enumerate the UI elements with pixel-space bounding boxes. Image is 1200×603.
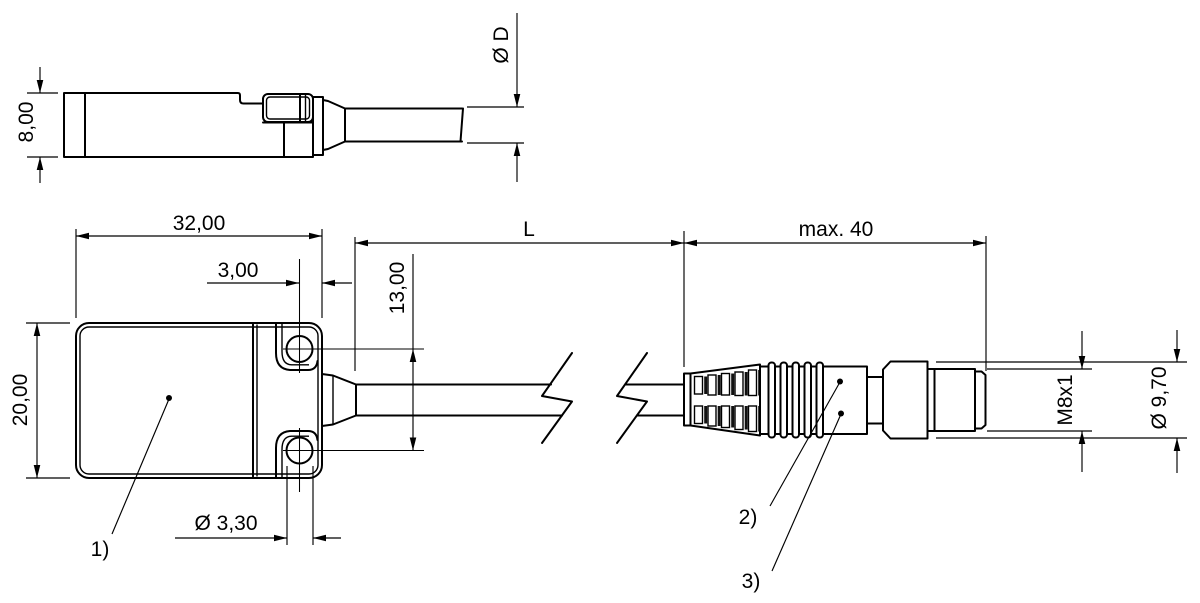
top-view-housing <box>75 322 323 479</box>
dim-hole-offset: 3,00 <box>207 259 352 287</box>
side-view-cable-gland <box>322 99 346 151</box>
sensor-top-view <box>75 259 563 492</box>
dim-label-hole-spacing: 13,00 <box>386 262 409 315</box>
top-view-housing-inner <box>79 326 319 475</box>
hole-centerlines <box>283 259 424 492</box>
dim-body-height: 20,00 <box>9 322 70 479</box>
dim-connector-diameter: Ø 9,70 <box>936 330 1187 473</box>
dim-thread-size: M8x1 <box>987 331 1092 472</box>
connector-neck <box>866 376 884 425</box>
callout-2: 2) <box>739 378 843 529</box>
connector-grip-rings <box>767 361 824 439</box>
dim-label-hole-diameter: Ø 3,30 <box>194 512 257 535</box>
callout-3-label: 3) <box>742 570 761 593</box>
callout-1: 1) <box>91 395 172 561</box>
dim-label-body-width: 32,00 <box>173 212 226 235</box>
connector-view <box>683 360 987 440</box>
dim-label-side-height: 8,00 <box>15 102 38 143</box>
dim-side-height: 8,00 <box>15 67 58 183</box>
sensor-side-view <box>63 92 464 158</box>
connector-nut-band <box>926 368 936 432</box>
side-view-cable <box>344 107 464 143</box>
dim-label-body-height: 20,00 <box>9 374 32 427</box>
callout-1-label: 1) <box>91 538 110 561</box>
top-view-cable-gland <box>321 373 357 427</box>
connector-thread-tip <box>933 368 976 432</box>
dim-cable-diameter: Ø D <box>467 13 524 182</box>
dim-label-cable-diameter: Ø D <box>490 26 513 63</box>
dim-label-hole-offset: 3,00 <box>218 259 259 282</box>
top-view-lug-slots <box>275 323 319 478</box>
cable-break-symbols <box>541 352 685 444</box>
dim-label-connector-length: max. 40 <box>799 218 874 241</box>
callout-2-label: 2) <box>739 506 758 529</box>
side-view-clip-inner <box>265 96 311 120</box>
dim-label-cable-length: L <box>523 218 535 241</box>
side-view-collar <box>312 96 324 156</box>
connector-tip-cap <box>974 370 987 430</box>
dim-hole-diameter: Ø 3,30 <box>175 466 341 545</box>
connector-barrel <box>759 365 868 435</box>
dim-label-connector-diameter: Ø 9,70 <box>1148 366 1171 429</box>
dim-label-thread-size: M8x1 <box>1054 374 1077 425</box>
dim-connector-length: max. 40 <box>684 218 987 371</box>
callout-3: 3) <box>742 410 844 593</box>
dim-cable-length: L <box>354 218 685 371</box>
connector-nut <box>882 360 929 440</box>
dim-hole-spacing: 13,00 <box>386 254 417 451</box>
top-view-cable <box>355 383 563 417</box>
dim-body-width: 32,00 <box>75 212 323 318</box>
